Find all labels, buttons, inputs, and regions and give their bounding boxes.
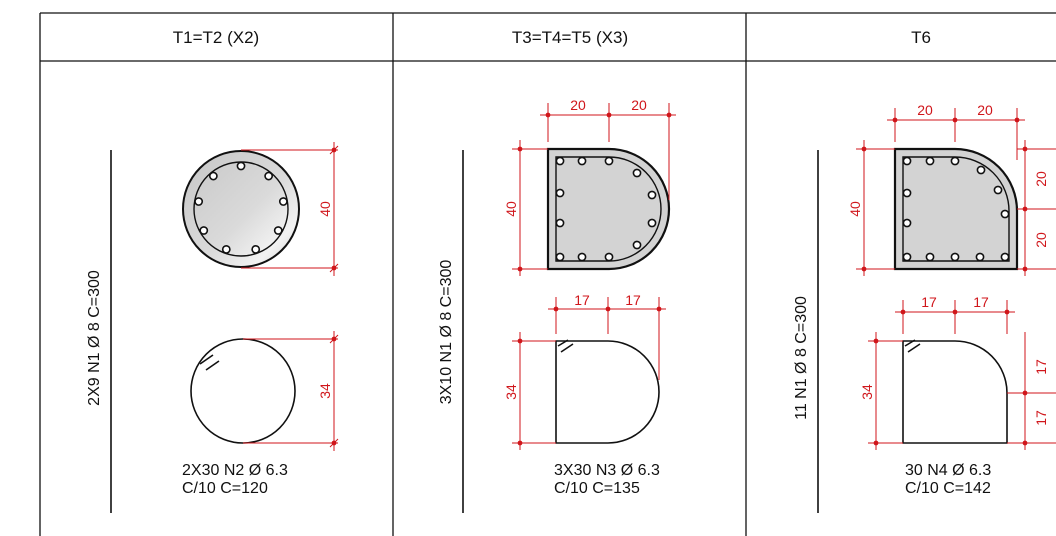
rebar-dot — [1000, 252, 1010, 262]
dim-text-17a: 17 — [574, 292, 590, 308]
rebar-dot — [278, 197, 288, 206]
dimension-34: 34 — [243, 331, 339, 451]
dimension-34: 34 — [859, 332, 903, 450]
dim-text-17b: 17 — [973, 294, 989, 310]
dimension-20-20-right: 20 20 — [1017, 140, 1056, 276]
header-t3-t5: T3=T4=T5 (X3) — [512, 28, 628, 47]
rebar-dot — [264, 171, 274, 181]
header-t6: T6 — [911, 28, 931, 47]
rebar-dot — [251, 245, 261, 254]
circular-stirrup — [190, 338, 296, 444]
dim-text-34: 34 — [859, 384, 875, 400]
quarter-round-section — [893, 147, 1019, 271]
dim-text-17d: 17 — [1033, 410, 1049, 426]
stirrup-label-line1: 3X30 N3 Ø 6.3 — [554, 462, 660, 479]
rebar-dot — [632, 240, 642, 250]
rebar-dot — [194, 197, 204, 206]
dim-text-40: 40 — [847, 201, 863, 217]
rebar-dot — [273, 226, 283, 235]
main-bar-label: 11 N1 Ø 8 C=300 — [793, 296, 810, 420]
dim-text-20a: 20 — [917, 102, 933, 118]
rebar-dot — [555, 252, 565, 262]
dimension-20-20: 20 20 — [540, 97, 676, 200]
column-t1-t2: 2X9 N1 Ø 8 C=300 40 — [86, 142, 339, 513]
rebar-dot — [604, 252, 614, 262]
main-bar-label: 3X10 N1 Ø 8 C=300 — [438, 260, 455, 405]
dim-text-17b: 17 — [625, 292, 641, 308]
dim-text-17c: 17 — [1033, 359, 1049, 375]
dim-text-20c: 20 — [1033, 171, 1049, 187]
rebar-dot — [975, 252, 985, 262]
column-t6: 11 N1 Ø 8 C=300 20 20 40 — [793, 102, 1056, 513]
rebar-dot — [902, 252, 912, 262]
d-shape-stirrup — [555, 339, 660, 444]
rebar-dot — [647, 218, 657, 228]
quarter-round-stirrup — [902, 339, 1008, 444]
rebar-dot — [993, 185, 1003, 195]
dimension-40: 40 — [847, 140, 895, 276]
header-t1-t2: T1=T2 (X2) — [173, 28, 259, 47]
dim-text-20b: 20 — [631, 97, 647, 113]
column-t3-t5: 3X10 N1 Ø 8 C=300 20 20 40 — [438, 97, 676, 513]
dimension-34: 34 — [503, 332, 556, 450]
dim-text-34: 34 — [503, 384, 519, 400]
stirrup-label-line2: C/10 C=142 — [905, 480, 991, 497]
rebar-dot — [902, 188, 912, 198]
rebar-dot — [1000, 209, 1010, 219]
dimension-40-text: 40 — [317, 201, 333, 217]
dimension-34-text: 34 — [317, 383, 333, 399]
dimension-40: 40 — [241, 142, 339, 276]
dim-text-40: 40 — [503, 201, 519, 217]
rebar-dot — [577, 252, 587, 262]
stirrup-label-line2: C/10 C=120 — [182, 480, 268, 497]
rebar-dot — [950, 252, 960, 262]
rebar-dot — [647, 190, 657, 200]
rebar-dot — [577, 156, 587, 166]
circular-section — [182, 150, 300, 268]
rebar-dot — [902, 218, 912, 228]
main-bar-label: 2X9 N1 Ø 8 C=300 — [86, 270, 103, 406]
dim-text-20a: 20 — [570, 97, 586, 113]
d-shape-section — [546, 147, 671, 271]
rebar-dot — [555, 188, 565, 198]
rebar-dot — [976, 165, 986, 175]
rebar-dot — [208, 171, 218, 181]
stirrup-label-line1: 2X30 N2 Ø 6.3 — [182, 462, 288, 479]
rebar-dot — [555, 218, 565, 228]
stirrup-label-line1: 30 N4 Ø 6.3 — [905, 462, 991, 479]
dim-text-20d: 20 — [1033, 232, 1049, 248]
dimension-17-17-right: 17 17 — [1007, 332, 1056, 450]
dimension-40: 40 — [503, 140, 548, 276]
rebar-dot — [199, 226, 209, 235]
rebar-dot — [902, 156, 912, 166]
rebar-dot — [604, 156, 614, 166]
dim-text-17a: 17 — [921, 294, 937, 310]
dim-text-20b: 20 — [977, 102, 993, 118]
rebar-dot — [925, 156, 935, 166]
dimension-17-17: 17 17 — [548, 292, 666, 380]
stirrup-label-line2: C/10 C=135 — [554, 480, 640, 497]
rebar-dot — [221, 245, 231, 254]
rebar-dot — [555, 156, 565, 166]
dimension-17-17: 17 17 — [895, 294, 1015, 334]
rebar-dot — [236, 161, 246, 171]
rebar-dot — [925, 252, 935, 262]
table-frame — [39, 12, 1056, 536]
dimension-20-20: 20 20 — [887, 102, 1025, 160]
rebar-dot — [632, 168, 642, 178]
rebar-dot — [950, 156, 960, 166]
